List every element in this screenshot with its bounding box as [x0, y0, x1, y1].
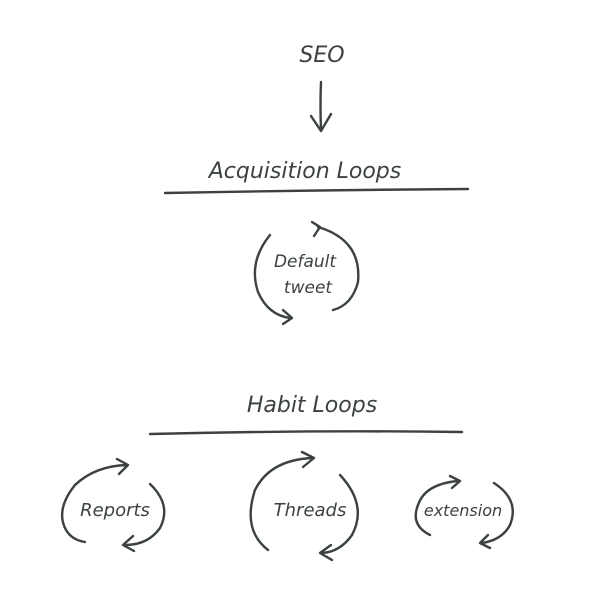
loop-arrow-icon	[253, 233, 292, 320]
acquisition-loops-heading: Acquisition Loops	[207, 159, 401, 184]
loop-label: extension	[424, 501, 502, 520]
loop-arrow-icon	[253, 456, 314, 492]
default-tweet-loop: Default tweet	[253, 220, 360, 326]
loop-label: Reports	[80, 500, 150, 521]
loop-arrow-icon	[416, 479, 460, 507]
reports-loop: Reports	[60, 457, 166, 553]
acquisition-divider	[163, 187, 470, 195]
habit-loops-heading: Habit Loops	[247, 393, 377, 418]
down-arrow-icon	[309, 80, 333, 133]
loop-arrow-icon	[480, 481, 514, 545]
loop-arrow-icon	[320, 473, 359, 555]
loop-label: tweet	[284, 278, 333, 298]
loop-label: Default	[274, 252, 337, 272]
loop-label: Threads	[274, 500, 347, 521]
extension-loop: extension	[414, 474, 514, 550]
habit-divider	[148, 430, 464, 436]
loop-arrow-icon	[73, 463, 129, 487]
loop-arrow-icon	[316, 225, 360, 312]
seo-label: SEO	[299, 43, 344, 68]
threads-loop: Threads	[249, 450, 359, 562]
loop-arrow-icon	[123, 482, 166, 547]
